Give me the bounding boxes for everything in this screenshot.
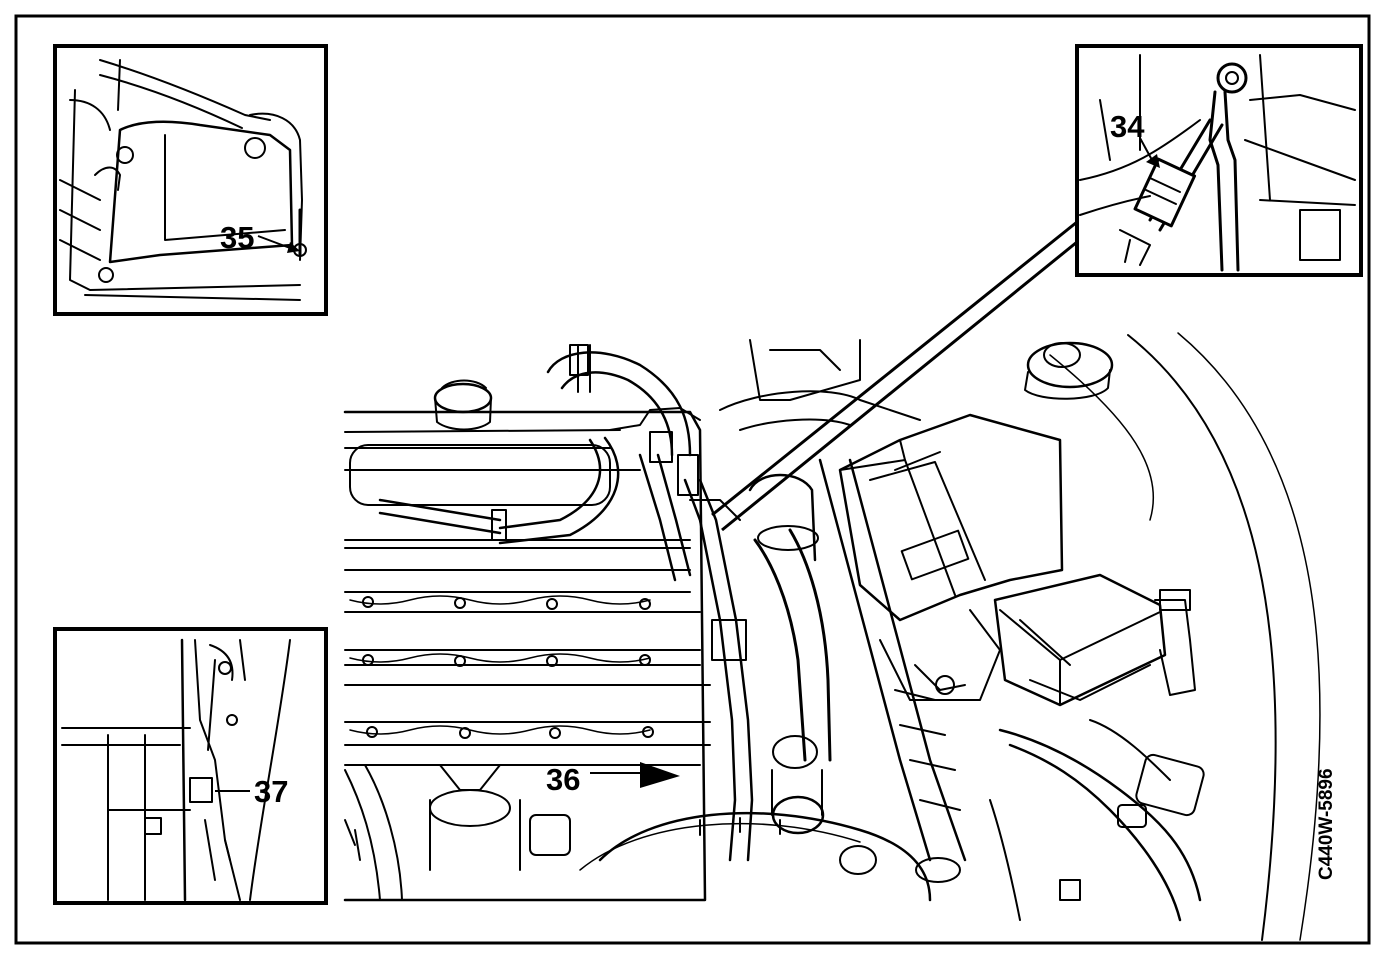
- inset-top-left: 35: [53, 44, 328, 316]
- figure-code: C440W-5896: [1316, 768, 1337, 880]
- callout-34: 34: [1110, 109, 1145, 144]
- callout-36-group: 36: [546, 762, 680, 797]
- callout-36: 36: [546, 762, 580, 797]
- callout-35: 35: [220, 220, 254, 255]
- leader-lines-34: [711, 220, 1078, 532]
- inset-bottom-left: 37: [53, 627, 328, 905]
- inset-top-right: 34: [1075, 44, 1363, 277]
- engine-bay-illustration: [343, 332, 1321, 941]
- callout-37: 37: [254, 774, 288, 809]
